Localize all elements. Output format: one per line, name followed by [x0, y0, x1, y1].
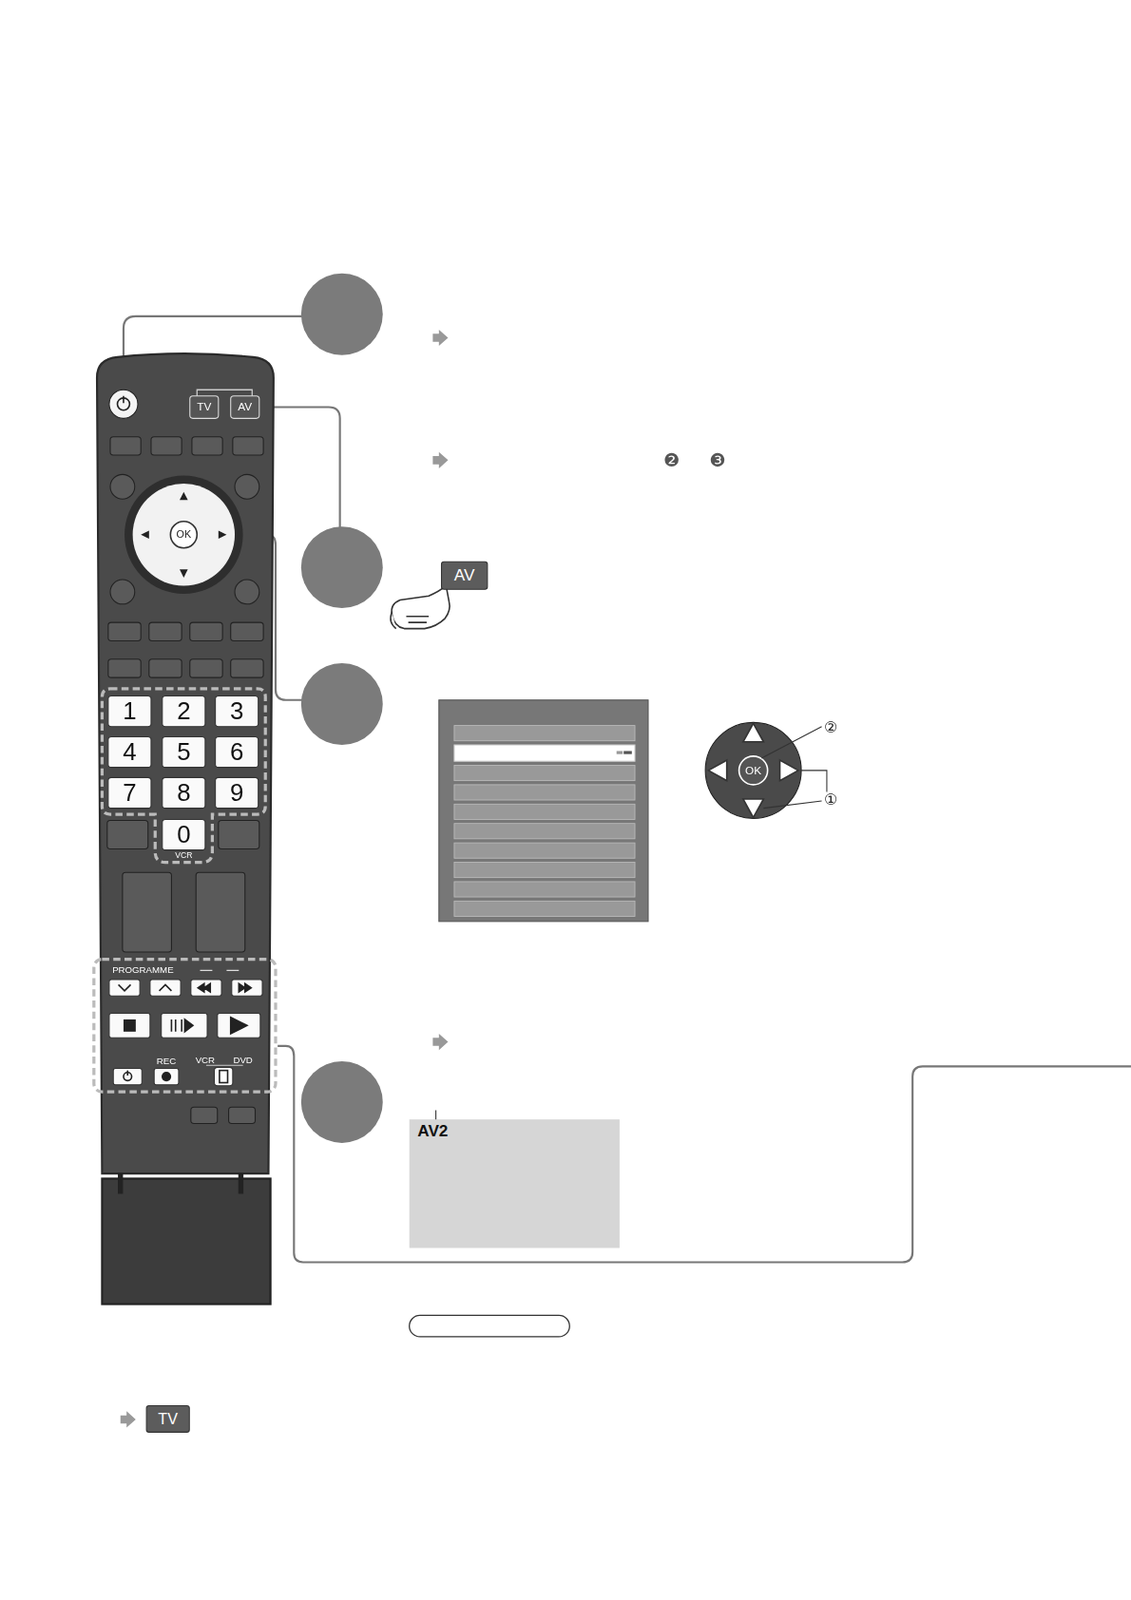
button-label: OK — [745, 765, 762, 777]
step-circle — [301, 273, 384, 1144]
button-label: 9 — [230, 781, 244, 806]
button-label: DVD — [232, 1055, 252, 1066]
button-label: 4 — [122, 740, 136, 766]
button-label: AV — [237, 402, 252, 414]
button-label: 3 — [230, 699, 244, 725]
button-label: PROGRAMME — [112, 966, 173, 977]
heading-pill — [409, 1315, 571, 1338]
button-label: 1 — [122, 699, 136, 725]
callout-number: ② — [824, 719, 838, 735]
step-reference: ❷ — [663, 451, 680, 470]
button-icon: AV — [440, 561, 488, 591]
menu-panel — [439, 700, 649, 922]
button-label: 0 — [176, 823, 191, 848]
button-label: OK — [176, 529, 192, 540]
node-text: TV — [157, 1410, 178, 1428]
button-label: 7 — [122, 781, 136, 806]
button-label: 2 — [176, 699, 191, 725]
button-icon: TV — [146, 1405, 191, 1434]
dpad-icon — [705, 722, 827, 819]
note-arrow — [120, 329, 449, 1429]
leader-line — [123, 316, 1131, 1264]
node-text: AV — [454, 566, 476, 585]
button-label: VCR — [195, 1055, 215, 1066]
button-label: 5 — [176, 740, 191, 766]
screen-display: AV2 — [409, 1119, 620, 1248]
button-label: 6 — [230, 740, 244, 766]
callout-number: ① — [824, 791, 838, 807]
button-label: REC — [156, 1056, 176, 1067]
node-text: AV2 — [417, 1122, 448, 1140]
remote-control — [94, 353, 276, 1304]
button-label: VCR — [174, 852, 192, 862]
button-label: TV — [196, 402, 211, 414]
button-label: 8 — [176, 781, 191, 806]
step-reference: ❸ — [709, 451, 726, 470]
hand-icon — [390, 585, 450, 629]
